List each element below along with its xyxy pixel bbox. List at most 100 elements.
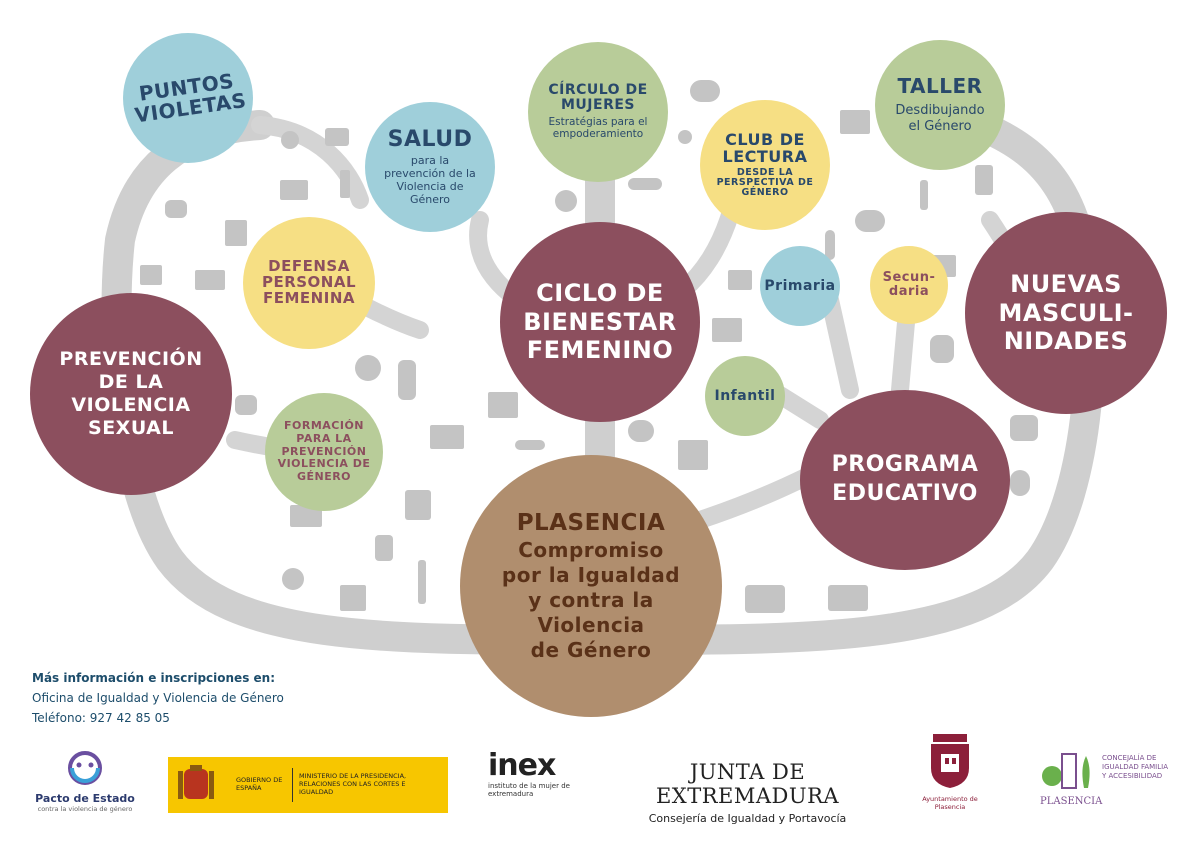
palette-icon	[855, 210, 885, 232]
contact-office: Oficina de Igualdad y Violencia de Géner…	[32, 691, 284, 705]
node-nuevas-masculinidades: NUEVAS MASCULI-NIDADES	[965, 212, 1167, 414]
node-title: Primaria	[764, 277, 836, 294]
stethoscope-icon	[555, 190, 577, 212]
bank-icon	[488, 392, 518, 418]
film-icon	[728, 270, 752, 290]
glasses-icon	[628, 178, 662, 190]
chart-icon	[340, 585, 366, 611]
node-taller: TALLER Desdibujando el Género	[875, 40, 1005, 170]
center-title: PLASENCIA	[516, 510, 666, 537]
globe-icon	[355, 355, 381, 381]
node-primaria: Primaria	[760, 246, 840, 326]
node-title: Infantil	[714, 387, 776, 404]
junta-subtitle: Consejería de Igualdad y Portavocía	[648, 812, 847, 825]
logo-gobierno-de-espana: GOBIERNO DE ESPAÑA MINISTERIO DE LA PRES…	[168, 757, 448, 813]
node-title: PUNTOS VIOLETAS	[133, 68, 248, 128]
contact-heading: Más información e inscripciones en:	[32, 671, 275, 685]
contact-info: Más información e inscripciones en: Ofic…	[32, 668, 284, 728]
guitar-icon	[515, 440, 545, 450]
gobierno-divider	[292, 768, 293, 802]
logo-inex: inex instituto de la mujer de extremadur…	[488, 750, 578, 810]
node-title: SALUD	[387, 126, 473, 152]
wifi-icon	[690, 80, 720, 102]
node-title: CÍRCULO DE MUJERES	[548, 82, 648, 114]
node-subtitle: Desdibujando el Género	[895, 103, 985, 134]
user-icon	[930, 335, 954, 363]
center-line: y contra la	[528, 587, 654, 612]
lightbulb-icon	[1010, 470, 1030, 496]
node-title: CLUB DE LECTURA	[722, 129, 808, 166]
node-title: Secun-daria	[882, 270, 936, 299]
briefcase-icon	[325, 128, 349, 146]
user-icon	[398, 360, 416, 400]
node-title: PROGRAMA EDUCATIVO	[831, 452, 979, 506]
book-icon	[225, 220, 247, 246]
film-icon	[280, 180, 308, 200]
logo-concejalia-igualdad: PLASENCIA CONCEJALÍA DE IGUALDAD FAMILIA…	[1040, 748, 1175, 818]
magnifier-icon	[678, 130, 692, 144]
center-line: Violencia	[537, 612, 645, 637]
logo-pacto-de-estado: Pacto de Estado contra la violencia de g…	[30, 748, 140, 818]
node-title: FORMACIÓN PARA LA PREVENCIÓN VIOLENCIA D…	[277, 419, 371, 483]
node-salud: SALUD para la prevención de la Violencia…	[365, 102, 495, 232]
node-infantil: Infantil	[705, 356, 785, 436]
tree-outline-branch	[585, 95, 1105, 655]
pen-icon	[920, 180, 928, 210]
center-line: Compromiso	[518, 537, 664, 562]
node-formacion: FORMACIÓN PARA LA PREVENCIÓN VIOLENCIA D…	[265, 393, 383, 511]
node-subtitle: DESDE LA PERSPECTIVA DE GÉNERO	[716, 167, 814, 199]
laptop-icon	[195, 270, 225, 290]
book-icon	[840, 110, 870, 134]
bank-icon	[712, 318, 742, 342]
branch	[821, 291, 859, 399]
graduation-icon	[1010, 415, 1038, 441]
trophy-icon	[375, 535, 393, 561]
computer-icon	[290, 505, 322, 527]
inex-wordmark: inex	[488, 748, 556, 783]
node-prevencion-violencia-sexual: PREVENCIÓN DE LA VIOLENCIA SEXUAL	[30, 293, 232, 495]
pin-icon	[281, 131, 299, 149]
pacto-subtitle: contra la violencia de género	[37, 805, 133, 813]
brush-icon	[418, 560, 426, 604]
plasencia-tower-icon	[1042, 753, 1090, 789]
node-title: CICLO DE BIENESTAR FEMENINO	[523, 278, 677, 365]
node-title: TALLER	[897, 74, 983, 99]
logo-ayuntamiento-plasencia: Ayuntamiento de Plasencia	[920, 730, 980, 825]
node-defensa-personal: DEFENSA PERSONAL FEMENINA	[243, 217, 375, 349]
inex-subtitle: instituto de la mujer de extremadura	[488, 782, 570, 799]
books-icon	[828, 585, 868, 611]
node-title: DEFENSA PERSONAL FEMENINA	[261, 257, 357, 307]
phone-icon	[975, 165, 993, 195]
node-subtitle: para la prevención de la Violencia de Gé…	[384, 153, 476, 206]
concejalia-city: PLASENCIA	[1040, 796, 1103, 807]
gobierno-left-text: GOBIERNO DE ESPAÑA	[236, 776, 283, 792]
node-title: NUEVAS MASCULI-NIDADES	[998, 269, 1134, 356]
center-line: de Género	[530, 637, 652, 662]
node-title: PREVENCIÓN DE LA VIOLENCIA SEXUAL	[59, 347, 203, 440]
node-programa-educativo: PROGRAMA EDUCATIVO	[800, 390, 1010, 570]
concejalia-text: CONCEJALÍA DE IGUALDAD FAMILIA Y ACCESIB…	[1102, 754, 1169, 780]
branch	[771, 386, 829, 429]
gobierno-right-text: MINISTERIO DE LA PRESIDENCIA, RELACIONES…	[299, 772, 407, 796]
pacto-title: Pacto de Estado	[35, 792, 135, 805]
people-icon	[745, 585, 785, 613]
node-ciclo-bienestar: CICLO DE BIENESTAR FEMENINO	[500, 222, 700, 422]
junta-title: JUNTA DE EXTREMADURA	[655, 760, 840, 808]
node-club-de-lectura: CLUB DE LECTURA DESDE LA PERSPECTIVA DE …	[700, 100, 830, 230]
ayto-title: Ayuntamiento de Plasencia	[922, 795, 978, 811]
node-plasencia-compromiso: PLASENCIA Compromiso por la Igualdad y c…	[460, 455, 722, 717]
node-subtitle: Estratégias para el empoderamiento	[548, 115, 648, 141]
logo-junta-de-extremadura: JUNTA DE EXTREMADURA Consejería de Igual…	[605, 760, 890, 825]
magnifier-icon	[282, 568, 304, 590]
calculator-icon	[405, 490, 431, 520]
chat-icon	[235, 395, 257, 415]
city-shield-icon	[931, 734, 969, 788]
chat-icon	[165, 200, 187, 218]
pacto-symbol-icon	[68, 751, 102, 785]
node-secundaria: Secun-daria	[870, 246, 948, 324]
coat-of-arms-icon	[178, 765, 214, 799]
center-line: por la Igualdad	[501, 562, 681, 587]
computer-icon	[430, 425, 464, 449]
contact-phone: Teléfono: 927 42 85 05	[32, 711, 170, 725]
guitar-icon	[825, 230, 835, 260]
